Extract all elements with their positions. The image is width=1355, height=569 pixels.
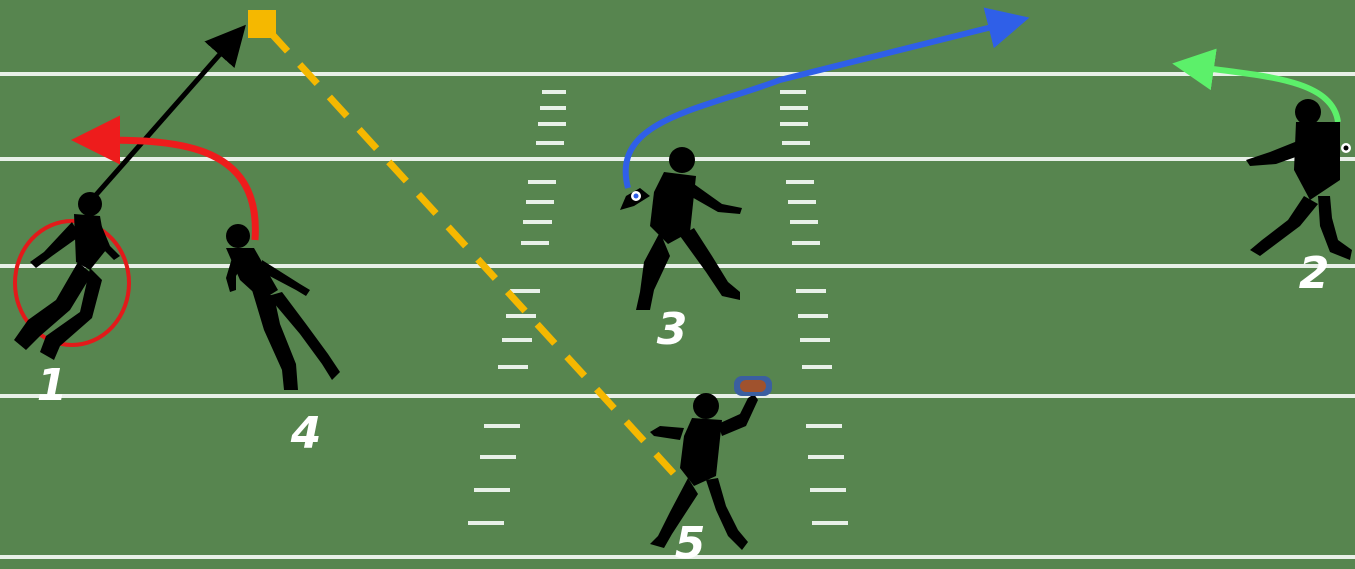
player-2-marker-inner — [1344, 146, 1349, 151]
football-icon — [734, 376, 772, 396]
target-marker — [248, 10, 276, 38]
player-number-1: 1 — [37, 364, 68, 408]
player-number-2: 2 — [1299, 252, 1330, 296]
player-3-marker-inner — [634, 194, 639, 199]
player-number-4: 4 — [291, 412, 322, 456]
player-number-5: 5 — [675, 522, 706, 566]
player-number-3: 3 — [657, 308, 688, 352]
